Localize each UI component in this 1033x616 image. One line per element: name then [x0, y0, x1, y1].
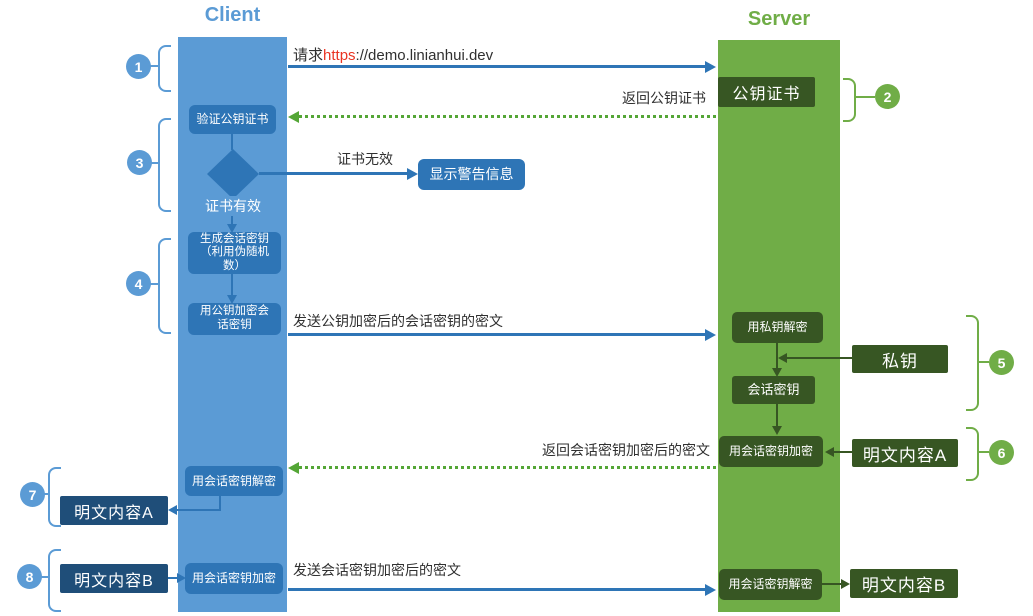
send-content-arrowhead — [705, 584, 716, 596]
server-plaintext-b-tag: 明文内容B — [850, 569, 958, 598]
send-session-key-arrowhead — [705, 329, 716, 341]
request-arrowhead — [705, 61, 716, 73]
request-arrow-line — [288, 65, 705, 68]
client-plaintext-a-tag: 明文内容A — [60, 496, 168, 525]
session-key-node: 会话密钥 — [732, 376, 815, 404]
step-8-badge: 8 — [17, 564, 42, 589]
generate-to-encrypt-connector — [231, 274, 233, 297]
step-4-tick — [149, 283, 158, 285]
step-5-badge: 5 — [989, 350, 1014, 375]
decrypt-with-private-key-node: 用私钥解密 — [732, 312, 823, 343]
server-lifeline-title: Server — [747, 8, 811, 30]
step-8-tick — [41, 576, 48, 578]
step-7-bracket — [48, 467, 61, 527]
return-cert-label: 返回公钥证书 — [622, 90, 706, 106]
return-cert-arrowhead — [288, 111, 299, 123]
invalid-branch-line — [259, 172, 408, 175]
cert-valid-label: 证书有效 — [192, 196, 274, 216]
step-4-badge: 4 — [126, 271, 151, 296]
cert-invalid-label: 证书无效 — [337, 151, 393, 167]
step-1-bracket — [158, 45, 171, 92]
return-cert-arrow-line — [293, 115, 716, 118]
step-6-tick — [977, 451, 989, 453]
step-2-tick — [854, 96, 875, 98]
step-1-tick — [149, 65, 158, 67]
request-prefix-text: 请求 — [293, 47, 324, 64]
private-key-tag: 私钥 — [852, 345, 948, 373]
invalid-branch-arrowhead — [407, 168, 418, 180]
step-7-badge: 7 — [20, 482, 45, 507]
decrypt-elbow-arrowhead — [168, 505, 177, 515]
server-plaintext-b-arrowhead — [841, 579, 850, 589]
plaintext-a-arrowhead — [825, 447, 834, 457]
encrypt-session-key-node: 用公钥加密会 话密钥 — [188, 303, 281, 335]
return-content-label: 返回会话密钥加密后的密文 — [542, 442, 710, 458]
decrypt-to-sessionkey-connector — [776, 343, 778, 371]
verify-cert-node: 验证公钥证书 — [189, 105, 276, 134]
server-public-key-cert-tag: 公钥证书 — [718, 77, 815, 107]
send-content-arrow-line — [288, 588, 705, 591]
step-8-bracket — [48, 549, 61, 612]
step-5-tick — [977, 361, 989, 363]
generate-to-encrypt-arrowhead — [227, 295, 237, 304]
sessionkey-to-encrypt-connector — [776, 404, 778, 428]
decrypt-elbow-horizontal — [177, 509, 221, 511]
step-2-bracket — [843, 78, 856, 122]
private-key-arrow-line — [787, 357, 852, 359]
step-3-badge: 3 — [127, 150, 152, 175]
step-3-bracket — [158, 118, 171, 212]
generate-session-key-node: 生成会话密钥 （利用伪随机 数） — [188, 232, 281, 274]
request-message-label: 请求https://demo.linianhui.dev — [293, 44, 493, 65]
plaintext-b-arrowhead — [177, 573, 186, 583]
private-key-arrowhead — [778, 353, 787, 363]
send-session-key-label: 发送公钥加密后的会话密钥的密文 — [293, 313, 503, 329]
step-3-tick — [150, 162, 158, 164]
send-session-key-arrow-line — [288, 333, 705, 336]
server-plaintext-b-arrow-line — [822, 583, 842, 585]
step-6-bracket — [966, 427, 979, 481]
server-encrypt-with-session-key-node: 用会话密钥加密 — [719, 436, 823, 467]
step-5-bracket — [966, 315, 979, 411]
client-encrypt-with-session-key-node: 用会话密钥加密 — [185, 563, 283, 594]
server-decrypt-with-session-key-node: 用会话密钥解密 — [719, 569, 822, 600]
client-decrypt-with-session-key-node: 用会话密钥解密 — [185, 466, 283, 496]
request-scheme-highlight: https — [323, 47, 356, 64]
plaintext-b-arrow-line — [168, 577, 178, 579]
return-content-arrow-line — [293, 466, 716, 469]
step-1-badge: 1 — [126, 54, 151, 79]
sessionkey-to-encrypt-arrowhead — [772, 426, 782, 435]
return-content-arrowhead — [288, 462, 299, 474]
client-lifeline-title: Client — [204, 4, 261, 26]
step-4-bracket — [158, 238, 171, 334]
decrypt-to-sessionkey-arrowhead — [772, 368, 782, 377]
show-warning-node: 显示警告信息 — [418, 159, 525, 190]
step-7-tick — [43, 493, 48, 495]
valid-branch-arrowhead — [227, 224, 237, 233]
server-plaintext-a-tag: 明文内容A — [852, 439, 958, 467]
step-2-badge: 2 — [875, 84, 900, 109]
verify-to-diamond-connector — [231, 134, 233, 150]
send-content-label: 发送会话密钥加密后的密文 — [293, 562, 461, 578]
client-plaintext-b-tag: 明文内容B — [60, 564, 168, 593]
plaintext-a-arrow-line — [834, 451, 852, 453]
decrypt-elbow-vertical — [219, 496, 221, 511]
step-6-badge: 6 — [989, 440, 1014, 465]
request-rest-text: ://demo.linianhui.dev — [355, 47, 494, 64]
